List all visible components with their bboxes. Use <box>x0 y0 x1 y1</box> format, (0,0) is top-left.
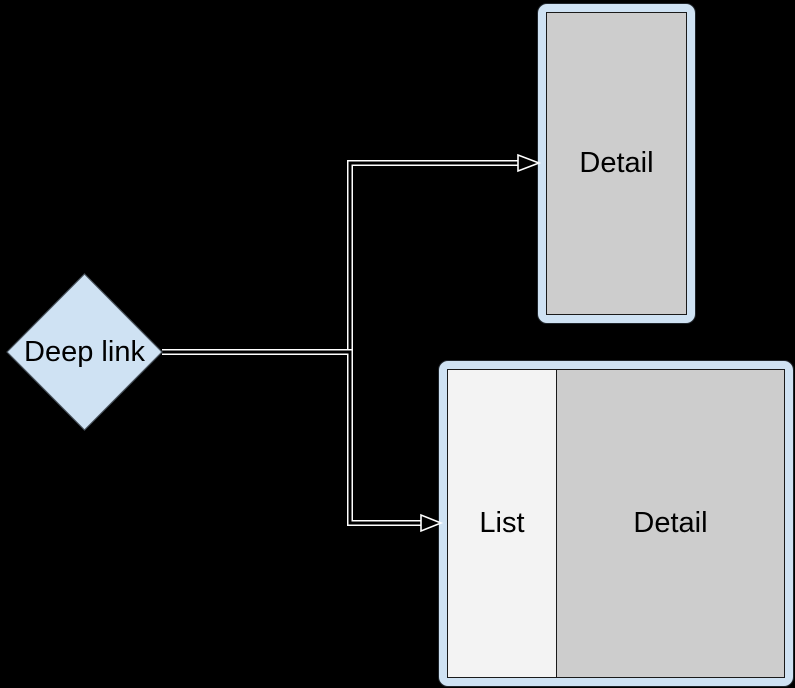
deep-link-label: Deep link <box>24 335 145 368</box>
landscape-detail-pane: Detail <box>557 370 784 677</box>
landscape-screen: List Detail <box>447 369 785 678</box>
connector-deeplink-to-portrait <box>162 153 542 355</box>
arrowhead-right-icon <box>517 153 542 173</box>
landscape-list-label: List <box>479 507 525 540</box>
landscape-device-frame: List Detail <box>438 360 794 687</box>
connector-deeplink-to-listdetail <box>162 349 444 533</box>
portrait-detail-label: Detail <box>579 147 654 180</box>
portrait-screen: Detail <box>546 12 687 315</box>
landscape-list-pane: List <box>448 370 557 677</box>
portrait-device-frame: Detail <box>537 3 696 324</box>
landscape-detail-label: Detail <box>633 507 708 540</box>
portrait-detail-pane: Detail <box>547 13 686 314</box>
